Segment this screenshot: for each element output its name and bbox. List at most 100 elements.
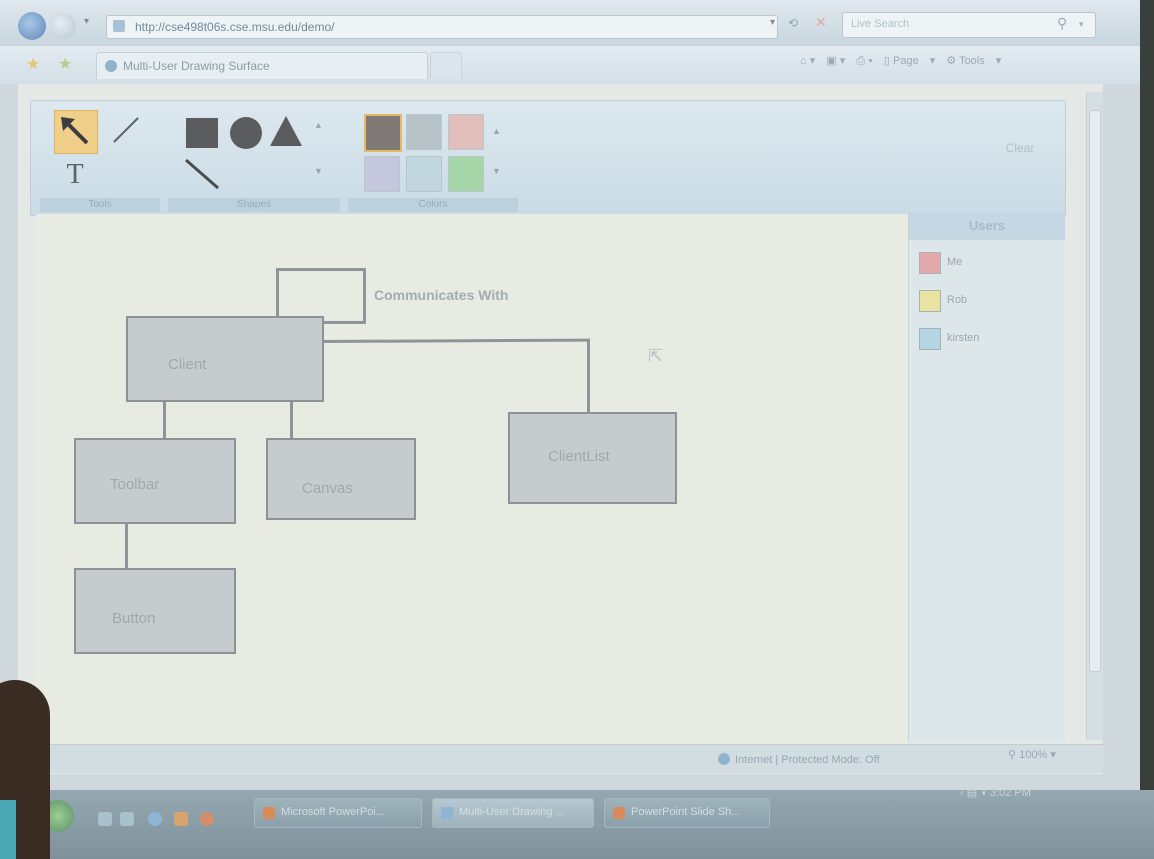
- search-icon[interactable]: ⚲: [1057, 15, 1068, 31]
- self-loop-right-edge: [363, 268, 366, 324]
- user-color-box: [919, 290, 941, 312]
- client-canvas-edge: [290, 396, 293, 440]
- favorites-star-icon[interactable]: ★: [26, 56, 41, 73]
- powerpoint-slideshow-icon: [613, 807, 625, 819]
- colors-group: ▲ ▼ Colors: [348, 102, 518, 214]
- shapes-scroll-up-icon[interactable]: ▲: [314, 120, 323, 130]
- colors-group-label: Colors: [348, 198, 518, 212]
- client-toolbar-edge: [163, 396, 166, 440]
- recent-pages-dropdown-icon[interactable]: ▾: [84, 16, 90, 27]
- switch-windows-icon[interactable]: [120, 812, 134, 826]
- address-dropdown-icon[interactable]: ▾: [770, 17, 776, 28]
- text-tool-button[interactable]: T: [66, 159, 84, 190]
- add-favorites-icon[interactable]: ★: [58, 56, 73, 73]
- node-label: Button: [112, 610, 156, 627]
- users-panel-title: Users: [909, 212, 1065, 240]
- browser-tab-active[interactable]: Multi-User Drawing Surface: [96, 52, 428, 79]
- security-zone[interactable]: Internet | Protected Mode: Off: [718, 753, 880, 766]
- user-color-box: [919, 328, 941, 350]
- powerpoint-icon: [263, 807, 275, 819]
- address-bar[interactable]: http://cse498t06s.cse.msu.edu/demo/: [106, 15, 778, 39]
- home-icon[interactable]: ⌂ ▾: [800, 55, 816, 67]
- tab-title: Multi-User Drawing Surface: [123, 59, 270, 73]
- triangle-shape-button[interactable]: [266, 110, 308, 152]
- page-menu-label: Page: [893, 55, 919, 67]
- rectangle-shape-button[interactable]: [182, 110, 224, 152]
- circle-icon: [230, 117, 262, 149]
- search-box[interactable]: Live Search ⚲ ▾: [842, 12, 1096, 38]
- user-name: Me: [947, 256, 963, 268]
- colors-scroll-down-icon[interactable]: ▼: [492, 166, 501, 176]
- triangle-icon: [270, 116, 302, 146]
- command-bar: ⌂ ▾ ▣ ▾ ⎙ ▾ ▯ Page ▾ ⚙ Tools ▾: [800, 54, 1009, 68]
- shapes-scroll-down-icon[interactable]: ▼: [314, 166, 323, 176]
- self-loop-top-edge: [276, 268, 366, 271]
- ellipse-shape-button[interactable]: [226, 110, 268, 152]
- color-swatch-3[interactable]: [448, 114, 484, 150]
- self-loop-bottom-edge: [320, 321, 366, 324]
- diagram-node-toolbar[interactable]: Toolbar: [74, 438, 236, 524]
- address-url: http://cse498t06s.cse.msu.edu/demo/: [135, 20, 335, 34]
- color-swatch-5[interactable]: [406, 156, 442, 192]
- color-swatch-6[interactable]: [448, 156, 484, 192]
- taskbar-item-label: Microsoft PowerPoi...: [281, 806, 385, 818]
- diagram-node-button[interactable]: Button: [74, 568, 236, 654]
- user-name: Rob: [947, 294, 968, 306]
- volume-icon[interactable]: ◖: [980, 787, 987, 799]
- rectangle-icon: [186, 118, 218, 148]
- vertical-scrollbar[interactable]: [1086, 92, 1103, 740]
- tray-arrow-icon[interactable]: ‹: [960, 787, 964, 799]
- search-dropdown-icon[interactable]: ▾: [1079, 19, 1084, 29]
- show-desktop-icon[interactable]: [98, 812, 112, 826]
- clock[interactable]: 3:02 PM: [989, 787, 1031, 799]
- self-loop-label: Communicates With: [374, 287, 509, 303]
- tools-menu[interactable]: ⚙ Tools ▾: [946, 55, 1002, 67]
- diagram-node-canvas[interactable]: Canvas: [266, 438, 416, 520]
- stop-icon[interactable]: ✕: [815, 14, 827, 30]
- print-icon[interactable]: ⎙ ▾: [856, 55, 873, 67]
- clear-button[interactable]: Clear: [1005, 141, 1035, 155]
- line-icon: [185, 158, 219, 190]
- person-collar: [0, 800, 16, 859]
- projected-screen: ▾ http://cse498t06s.cse.msu.edu/demo/ ▾ …: [0, 0, 1140, 840]
- ie-icon: [441, 807, 453, 819]
- ie-quicklaunch-icon[interactable]: [148, 812, 162, 826]
- forward-button[interactable]: [50, 13, 76, 39]
- taskbar-item-powerpoint[interactable]: Microsoft PowerPoi...: [254, 798, 422, 828]
- pen-tool-button[interactable]: [104, 110, 146, 152]
- user-name: kirsten: [947, 332, 980, 344]
- diagram-node-client[interactable]: Client: [126, 316, 324, 402]
- refresh-icon[interactable]: ⟲: [788, 16, 799, 30]
- line-shape-button[interactable]: [182, 154, 224, 196]
- security-zone-text: Internet | Protected Mode: Off: [735, 754, 880, 766]
- color-swatch-1[interactable]: [364, 114, 402, 152]
- feeds-icon[interactable]: ▣ ▾: [826, 55, 846, 67]
- node-label: Client: [168, 356, 207, 373]
- client-clientlist-edge-v: [587, 340, 590, 414]
- tab-page-icon: [105, 60, 117, 72]
- mouse-cursor-icon: ⇱: [648, 346, 664, 366]
- outlook-quicklaunch-icon[interactable]: [174, 812, 188, 826]
- color-swatch-2[interactable]: [406, 114, 442, 150]
- colors-scroll-up-icon[interactable]: ▲: [492, 126, 501, 136]
- shapes-group: ▲ ▼ Shapes: [168, 102, 340, 214]
- back-button[interactable]: [18, 12, 46, 40]
- page-menu[interactable]: ▯ Page ▾: [883, 55, 936, 67]
- taskbar-item-slideshow[interactable]: PowerPoint Slide Sh...: [604, 798, 770, 828]
- taskbar-item-drawing[interactable]: Multi-User Drawing ...: [432, 798, 594, 828]
- color-swatch-4[interactable]: [364, 156, 400, 192]
- zoom-control[interactable]: ⚲ 100% ▾: [1008, 749, 1056, 761]
- arrow-pointer-icon: [61, 117, 89, 145]
- pen-line-icon: [113, 117, 139, 143]
- node-label: ClientList: [548, 448, 610, 465]
- node-label: Toolbar: [110, 476, 160, 493]
- users-panel: Users Me Rob kirsten: [908, 212, 1065, 742]
- scrollbar-thumb[interactable]: [1089, 110, 1101, 672]
- diagram-node-clientlist[interactable]: ClientList: [508, 412, 677, 504]
- taskbar-item-label: Multi-User Drawing ...: [459, 806, 565, 818]
- new-tab-button[interactable]: [430, 52, 462, 79]
- network-icon[interactable]: ▤: [966, 787, 978, 799]
- app-quicklaunch-icon[interactable]: [200, 812, 214, 826]
- tools-group: T Tools: [40, 102, 160, 214]
- select-tool-button[interactable]: [54, 110, 98, 154]
